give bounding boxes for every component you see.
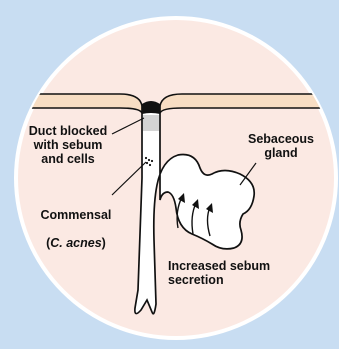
label-commensal: Commensal (C. acnes) (24, 194, 114, 264)
label-duct-blocked: Duct blocked with sebum and cells (22, 124, 114, 166)
bacteria-dot (146, 162, 148, 164)
label-increased-sebum: Increased sebum secretion (168, 259, 270, 287)
label-commensal-paren-close: ) (102, 236, 106, 250)
label-commensal-line1: Commensal (41, 208, 112, 222)
bacteria-dot (145, 157, 147, 159)
sebum-plug (143, 115, 159, 131)
label-sebaceous-gland: Sebaceous gland (240, 132, 322, 160)
bacteria-dot (149, 164, 151, 166)
pore-blockage (142, 101, 160, 114)
label-commensal-species: C. acnes (50, 236, 101, 250)
bacteria-dot (148, 159, 150, 161)
bacteria-dot (151, 160, 153, 162)
